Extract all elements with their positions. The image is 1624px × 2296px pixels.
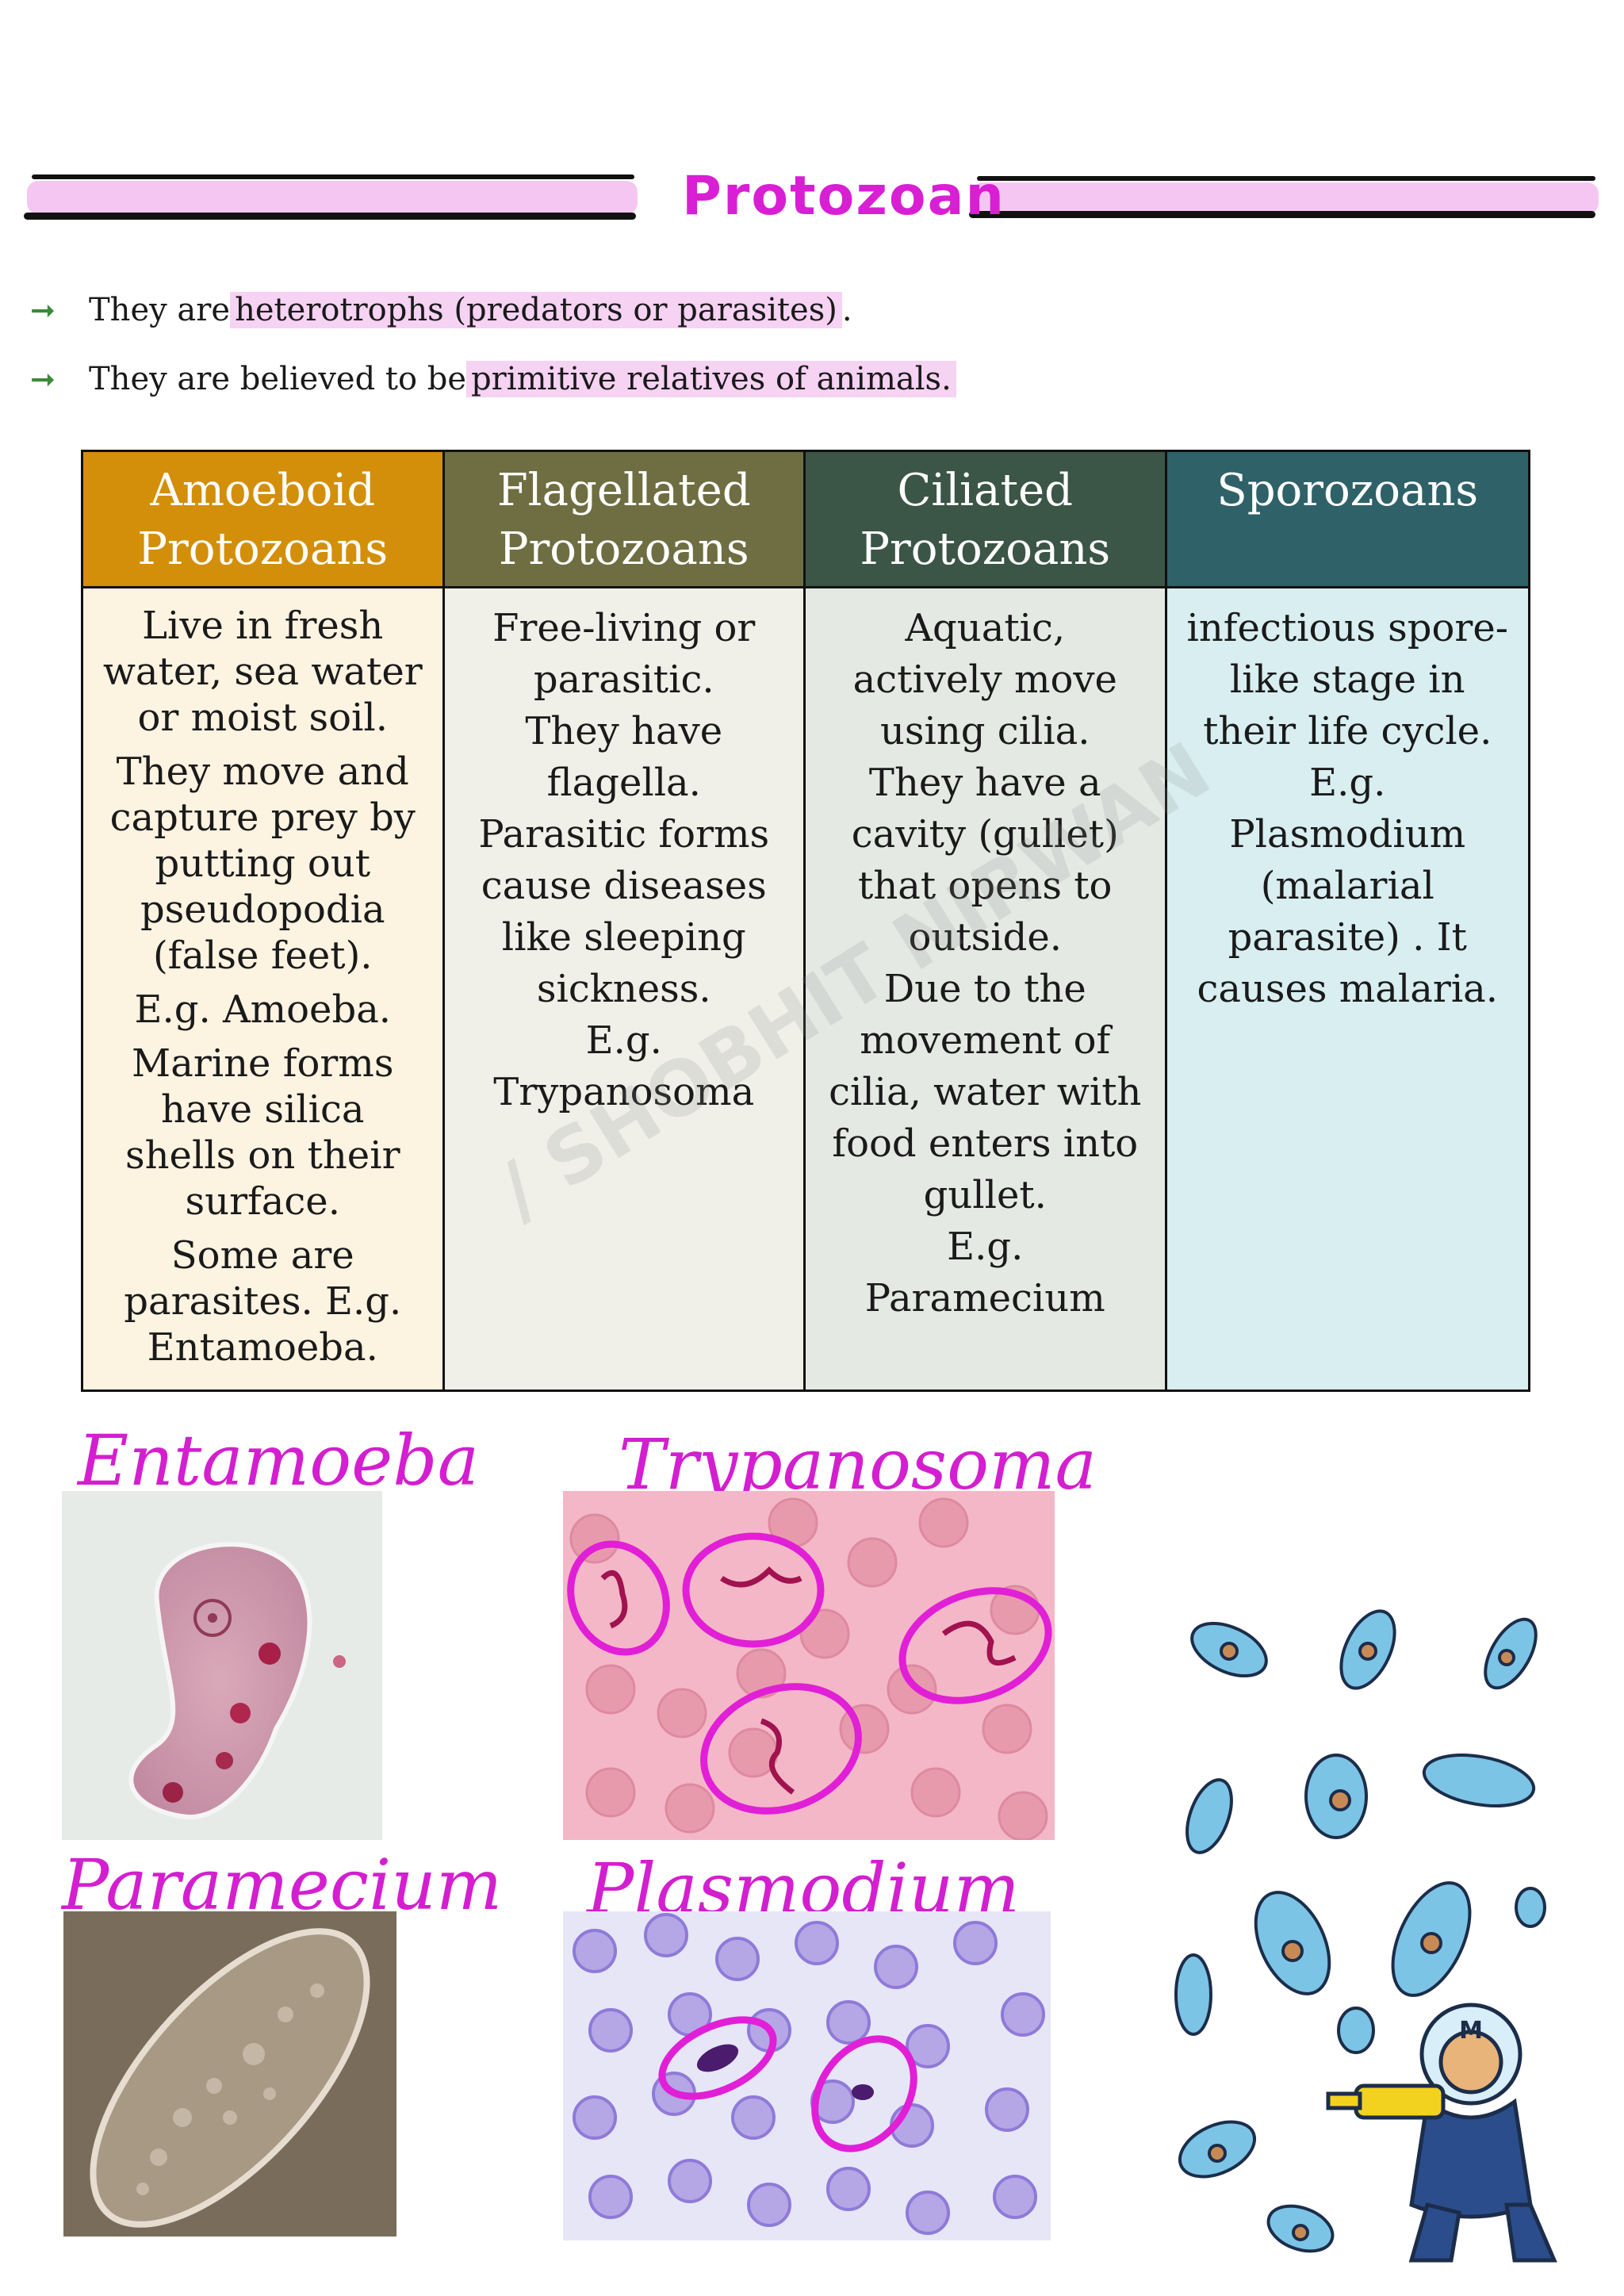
bullet-highlight: heterotrophs (predators or parasites) <box>230 292 842 328</box>
title-band: Protozoan <box>0 159 1624 246</box>
svg-text:M: M <box>1459 2017 1483 2045</box>
cell-sporozoans: infectious spore-like stage in their lif… <box>1166 588 1528 1389</box>
page-title: Protozoan <box>682 165 1005 228</box>
paramecium-image <box>63 1911 396 2237</box>
entamoeba-image <box>62 1491 382 1840</box>
arrow-icon: ➞ <box>30 362 56 397</box>
arrow-icon: ➞ <box>30 293 56 328</box>
microbes-cartoon: M <box>1158 1578 1586 2276</box>
cell-flagellated: Free-living or parasitic. They have flag… <box>444 588 806 1389</box>
cell-ciliated: Aquatic, actively move using cilia. They… <box>806 588 1167 1389</box>
bullet-highlight: primitive relatives of animals. <box>466 361 956 397</box>
bullet-suffix: . <box>841 292 852 328</box>
trypanosoma-image <box>563 1491 1055 1840</box>
bullet-primitive-relatives: ➞ They are believed to be primitive rela… <box>30 361 956 397</box>
bullet-heterotrophs: ➞ They are heterotrophs (predators or pa… <box>30 292 852 328</box>
bullet-text: They are believed to be <box>89 361 467 397</box>
bullet-text: They are <box>89 292 231 328</box>
cell-amoeboid: Live in fresh water, sea water or moist … <box>83 588 445 1389</box>
plasmodium-image <box>563 1911 1051 2240</box>
header-sporozoans: Sporozoans <box>1166 452 1528 588</box>
label-entamoeba: Entamoeba <box>78 1420 480 1501</box>
